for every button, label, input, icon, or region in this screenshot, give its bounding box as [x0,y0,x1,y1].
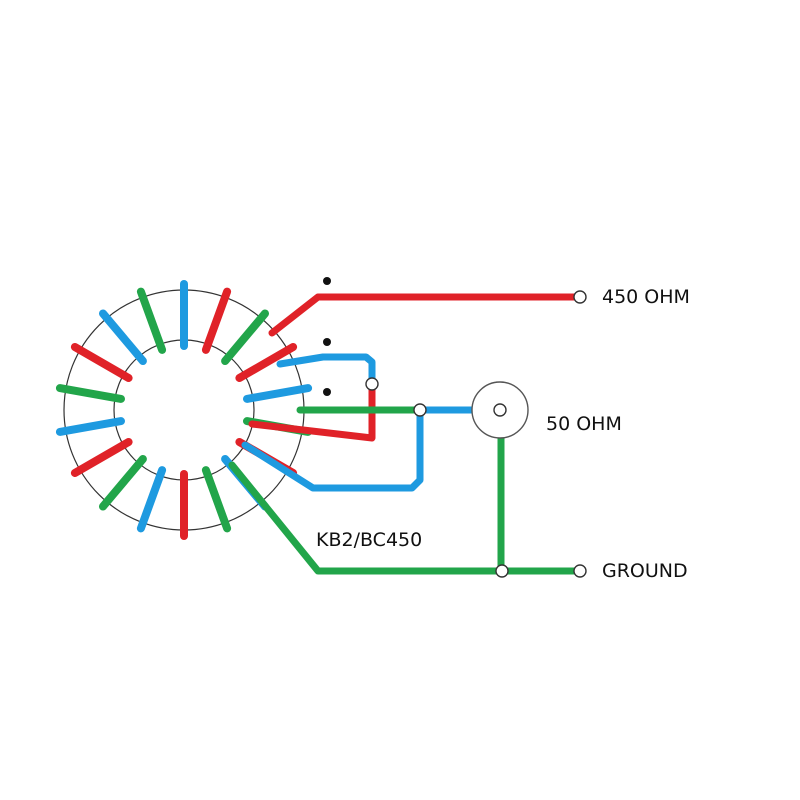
blue-wire [241,353,504,492]
phase-dot-green [323,388,331,396]
red-wire-return [248,380,376,442]
winding-turn-green [99,455,147,511]
junction-red-blue [365,377,379,391]
toroid-core [63,289,305,531]
label-50-ohm: 50 OHM [546,413,622,435]
winding-turn-red [201,287,232,354]
phase-dot-red [323,277,331,285]
core-inner-edge [113,339,255,481]
label-core-type: KB2/BC450 [316,529,423,551]
winding-turn-green [221,309,269,365]
green-wire-to-ground [228,461,582,575]
red-wire-to-450-ohm [268,293,582,337]
phase-dot-blue [323,338,331,346]
terminal-450-ohm [573,290,587,304]
red-wire [248,293,582,442]
winding-turn-red [70,438,133,477]
junction-green-blue [413,403,427,417]
junction-ground [495,564,509,578]
winding-turn-green [136,287,167,354]
label-450-ohm: 450 OHM [602,286,690,308]
winding-turn-red [235,343,298,382]
winding-turn-green [201,466,232,533]
winding-turn-red [70,343,133,382]
blue-wire-to-50-ohm [241,406,504,492]
winding-turn-blue [136,466,167,533]
label-ground: GROUND [602,560,688,582]
winding-turn-green [55,384,125,403]
blue-wire-tap [276,353,376,388]
green-wire [228,406,582,575]
coax-center-pin [493,403,507,417]
winding-turn-blue [55,417,125,436]
terminal-ground [573,564,587,578]
winding-turn-blue [243,384,313,403]
winding-turn-blue [99,309,147,365]
